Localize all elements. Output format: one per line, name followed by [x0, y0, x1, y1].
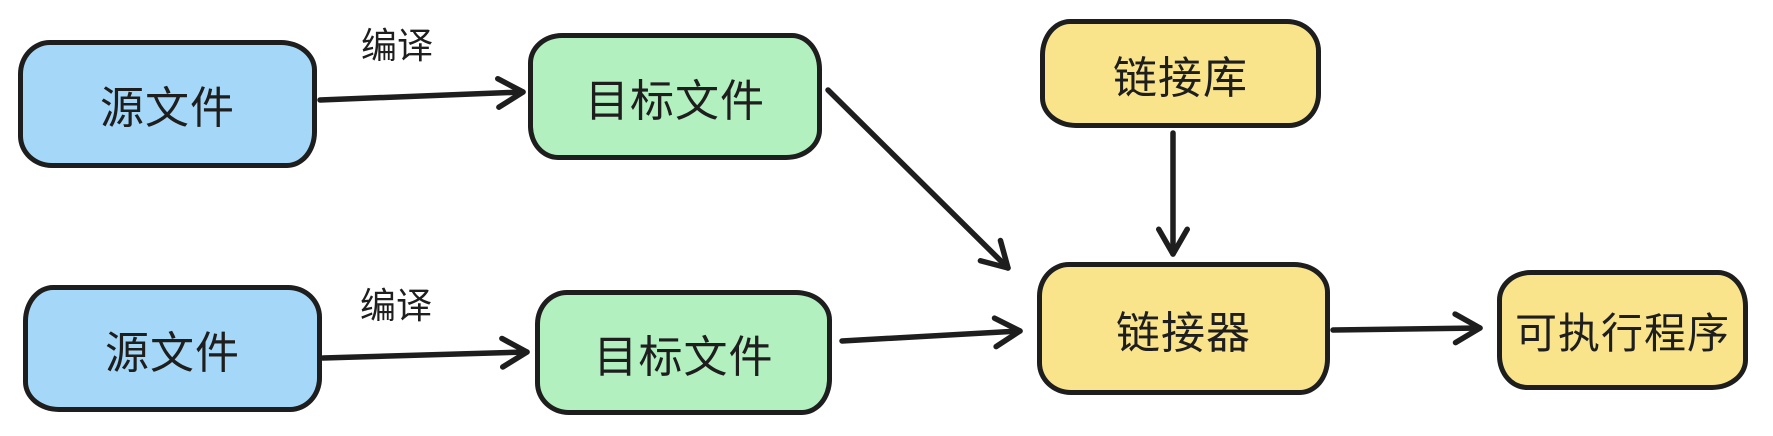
node-executable-label: 可执行程序	[1514, 308, 1730, 358]
node-executable: 可执行程序	[1497, 270, 1748, 390]
node-object-file-2-label: 目标文件	[593, 331, 774, 383]
node-source-file-2: 源文件	[23, 285, 322, 412]
node-source-file-2-label: 源文件	[105, 327, 240, 379]
arrow-object1-to-linker	[825, 87, 1011, 271]
arrow-linker-to-executable	[1330, 311, 1483, 346]
edge-label-compile-1: 编译	[360, 26, 433, 67]
arrow-compile-2	[320, 335, 530, 370]
node-source-file-1-label: 源文件	[100, 83, 235, 134]
node-object-file-1: 目标文件	[528, 33, 822, 160]
node-link-library-label: 链接库	[1113, 52, 1248, 104]
node-linker-label: 链接器	[1116, 307, 1251, 359]
node-object-file-2: 目标文件	[535, 290, 832, 415]
node-link-library: 链接库	[1040, 19, 1321, 128]
node-source-file-1: 源文件	[18, 40, 317, 168]
arrow-object2-to-linker	[839, 315, 1023, 350]
node-object-file-1-label: 目标文件	[585, 75, 765, 127]
edge-label-compile-2: 编译	[359, 286, 432, 327]
node-linker: 链接器	[1037, 262, 1330, 395]
arrow-compile-1	[317, 75, 526, 110]
